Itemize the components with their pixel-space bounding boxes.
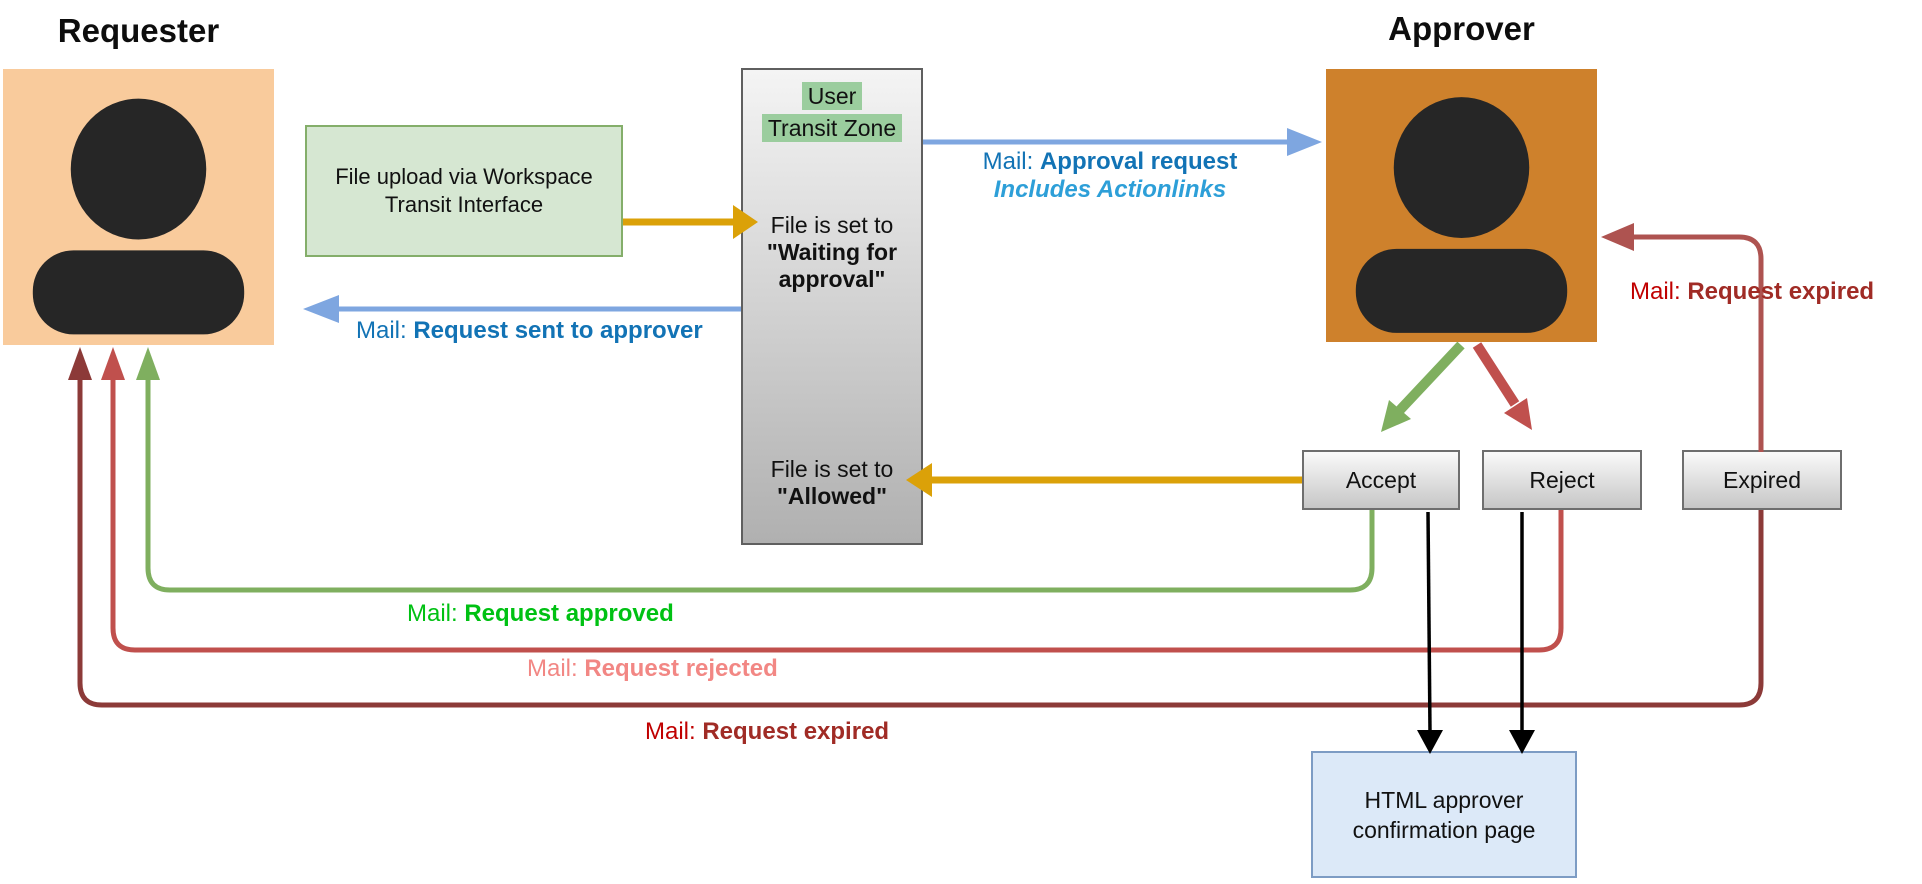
arrow-expired-to-approver <box>1601 223 1764 452</box>
transit-zone-title-line1: User <box>801 82 863 110</box>
label-request-rejected: Mail: Request rejected <box>527 655 778 683</box>
confirmation-page-node: HTML approver confirmation page <box>1311 751 1577 878</box>
mail-subject: Request sent to approver <box>413 317 703 344</box>
mail-subject: Approval request <box>1039 148 1238 175</box>
waiting-state: "Waiting for approval" <box>766 239 898 292</box>
approver-title: Approver <box>1388 10 1535 47</box>
arrow-approver-to-reject <box>1472 342 1532 430</box>
waiting-prefix: File is set to <box>770 212 894 238</box>
label-request-sent: Mail: Request sent to approver <box>356 317 703 345</box>
mail-prefix: Mail: <box>407 600 458 627</box>
mail-prefix: Mail: <box>527 655 578 682</box>
approver-avatar <box>1326 69 1597 342</box>
arrow-accept-to-confirmation <box>1417 511 1443 754</box>
upload-node: File upload via Workspace Transit Interf… <box>305 125 623 257</box>
transit-state-waiting: File is set to "Waiting for approval" <box>741 212 923 293</box>
mail-prefix: Mail: <box>1630 278 1681 305</box>
requester-avatar <box>3 69 274 345</box>
arrow-approver-to-accept <box>1381 341 1465 432</box>
transit-state-allowed: File is set to "Allowed" <box>741 456 923 510</box>
allowed-state: "Allowed" <box>777 483 887 509</box>
expired-button[interactable]: Expired <box>1682 450 1842 510</box>
mail-prefix: Mail: <box>645 718 696 745</box>
mail-subject: Request expired <box>702 718 890 745</box>
label-request-approved: Mail: Request approved <box>407 600 674 628</box>
mail-prefix: Mail: <box>982 148 1034 175</box>
reject-button[interactable]: Reject <box>1482 450 1642 510</box>
mail-prefix: Mail: <box>356 317 407 344</box>
arrow-upload-to-transit <box>623 205 758 239</box>
person-icon <box>32 98 245 335</box>
label-request-expired-right: Mail: Request expired <box>1630 278 1874 306</box>
label-approval-request: Mail: Approval request Includes Actionli… <box>945 148 1275 204</box>
allowed-prefix: File is set to <box>770 456 894 482</box>
mail-note: Includes Actionlinks <box>993 176 1227 203</box>
transit-zone-title: User Transit Zone <box>741 80 923 144</box>
accept-button[interactable]: Accept <box>1302 450 1460 510</box>
person-icon <box>1355 97 1568 333</box>
mail-subject: Request approved <box>464 600 674 627</box>
requester-title: Requester <box>57 12 220 49</box>
arrow-accept-to-transit <box>906 463 1302 497</box>
mail-subject: Request rejected <box>584 655 778 682</box>
label-request-expired-bottom: Mail: Request expired <box>645 718 889 746</box>
arrow-reject-to-confirmation <box>1509 512 1535 754</box>
transit-zone-title-line2: Transit Zone <box>761 114 903 142</box>
mail-subject: Request expired <box>1687 278 1875 305</box>
